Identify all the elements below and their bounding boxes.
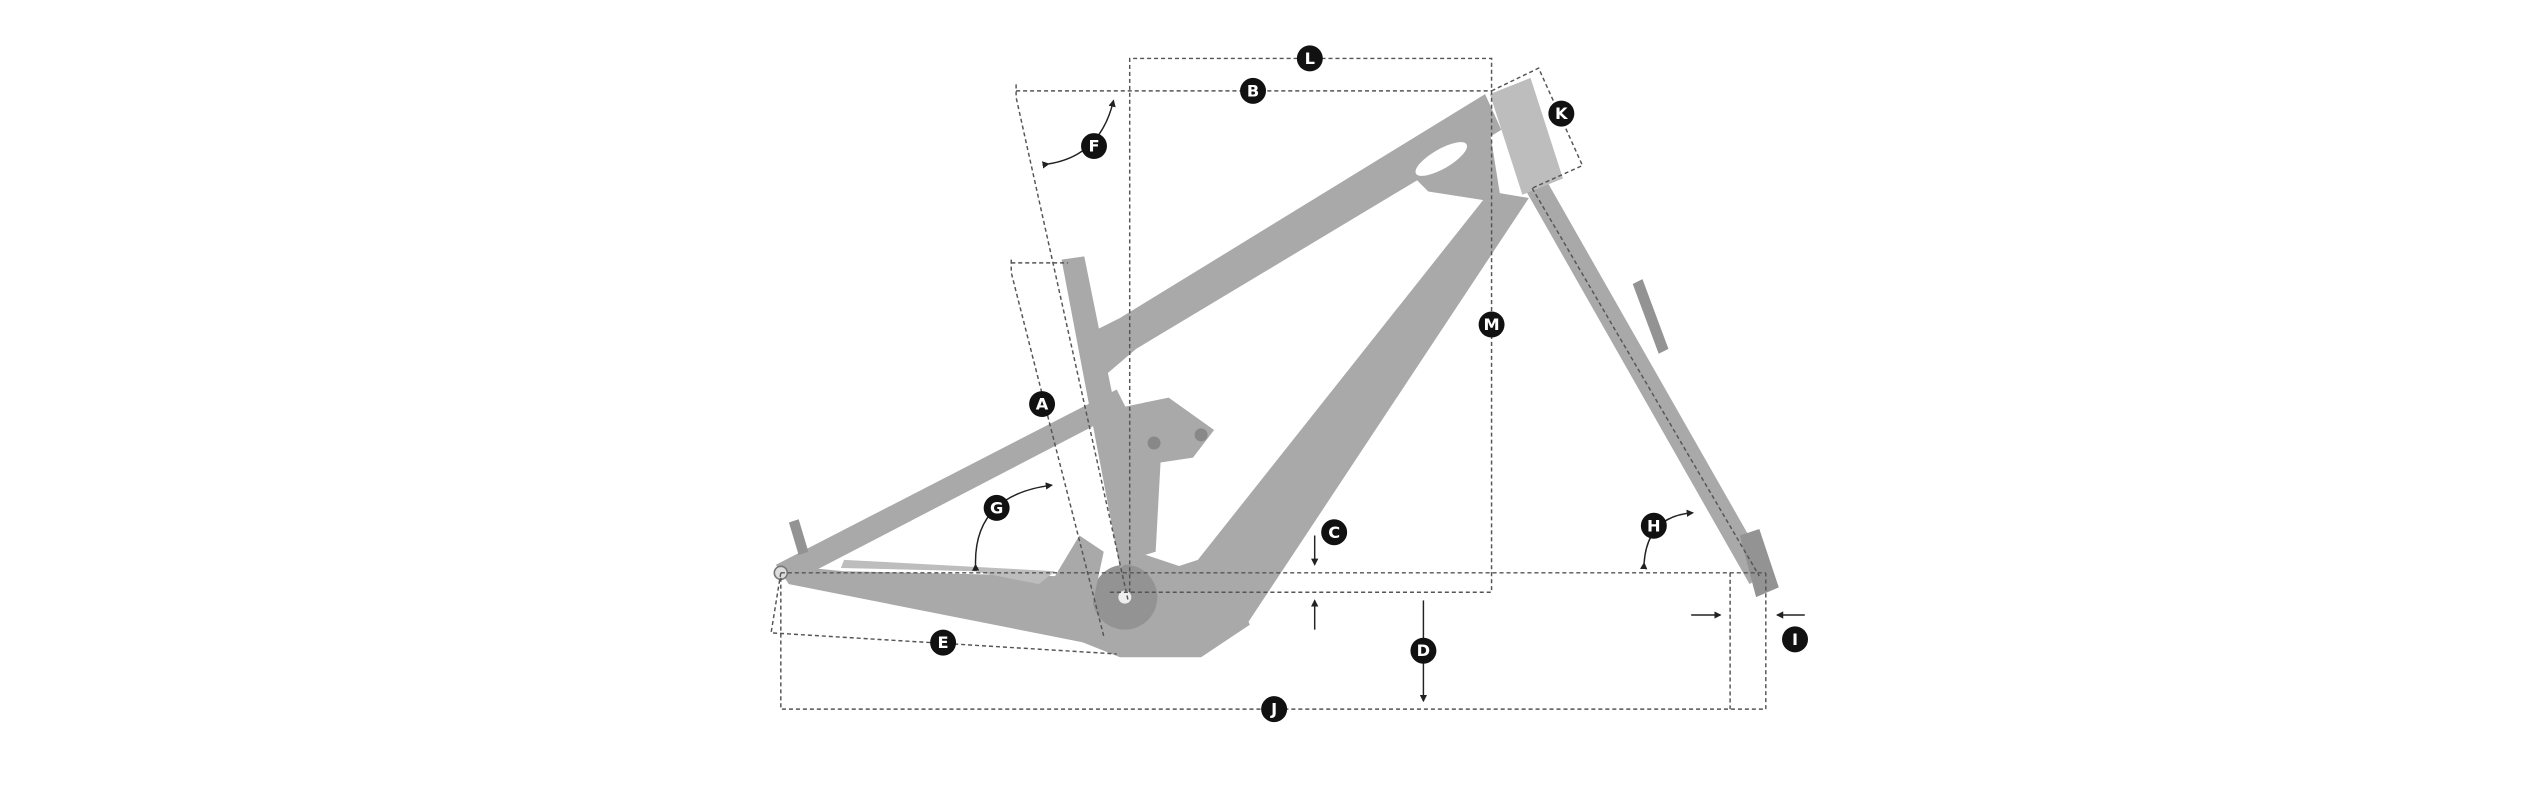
bike-frame — [773, 77, 1779, 658]
pivot-bolt — [1147, 436, 1161, 450]
label-I-text: I — [1792, 630, 1798, 649]
label-E: E — [930, 629, 957, 656]
label-C: C — [1321, 519, 1348, 546]
brake-mount — [788, 519, 809, 555]
dim-line-L — [1108, 57, 1493, 594]
dim-line-seat-angle — [1015, 84, 1129, 601]
fork — [1520, 175, 1770, 585]
label-F-text: F — [1088, 137, 1099, 156]
label-J: J — [1261, 696, 1288, 723]
label-D-text: D — [1417, 641, 1430, 660]
top-tube — [1090, 94, 1502, 377]
label-A-text: A — [1036, 395, 1049, 414]
label-K: K — [1548, 100, 1575, 127]
label-E-text: E — [938, 633, 949, 652]
label-M-text: M — [1483, 315, 1499, 334]
seat-stay — [775, 389, 1127, 585]
rocker-link — [1090, 397, 1215, 560]
down-tube — [1119, 191, 1529, 653]
label-H: H — [1640, 512, 1667, 539]
label-G: G — [983, 494, 1010, 521]
label-B: B — [1240, 77, 1267, 104]
label-I: I — [1782, 626, 1808, 653]
chain-stay — [775, 535, 1104, 643]
label-K-text: K — [1555, 104, 1569, 123]
arrow-G — [972, 482, 1054, 571]
label-L: L — [1296, 45, 1323, 72]
label-J-text: J — [1270, 700, 1277, 719]
motor-hub — [1118, 590, 1132, 604]
label-C-text: C — [1328, 523, 1340, 542]
label-D: D — [1410, 637, 1437, 664]
dim-line-fork-axis — [1531, 187, 1760, 577]
pivot-bolt — [1194, 428, 1208, 442]
label-M: M — [1478, 311, 1505, 338]
label-H-text: H — [1647, 516, 1661, 535]
label-B-text: B — [1247, 81, 1259, 100]
gusset-cutout — [1415, 142, 1468, 176]
label-A: A — [1029, 391, 1056, 418]
head-tube — [1489, 77, 1563, 195]
dimension-lines — [770, 57, 1767, 710]
fork-brake-mount — [1632, 279, 1669, 354]
label-F: F — [1081, 133, 1107, 160]
label-G-text: G — [990, 498, 1003, 517]
fork-dropout — [1739, 529, 1779, 598]
label-L-text: L — [1305, 49, 1315, 68]
chain-stay-guard — [840, 559, 1056, 585]
